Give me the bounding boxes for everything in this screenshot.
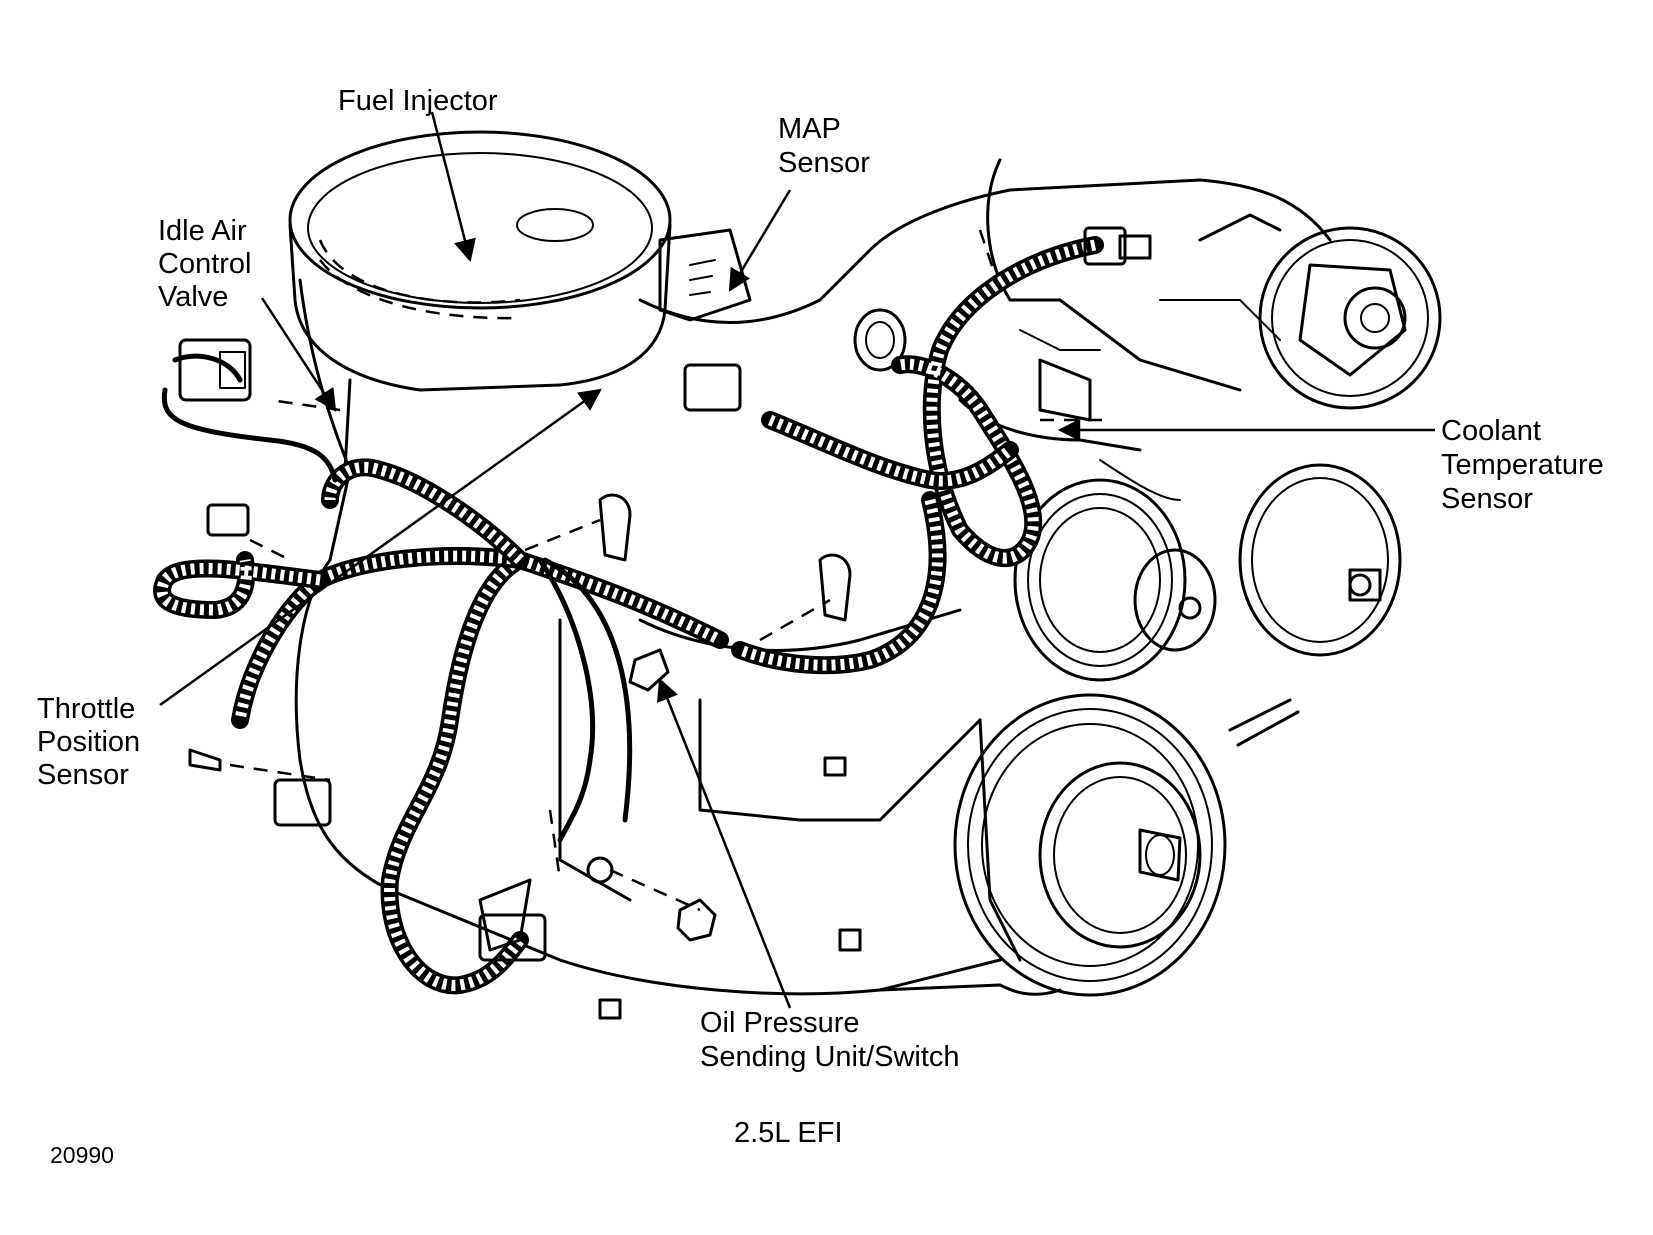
leader-lines [159, 111, 1435, 1009]
leader-fuel-injector [430, 111, 476, 263]
label-throttle-position-sensor: Throttle Position Sensor [37, 693, 148, 791]
label-oil-pressure-sending-unit: Oil Pressure Sending Unit/Switch [700, 1007, 960, 1073]
leader-throttle-position-sensor [159, 388, 602, 707]
pulley-illustrations [953, 213, 1442, 997]
hardware-illustrations [188, 229, 1110, 1020]
engine-block-illustration [294, 158, 1332, 996]
figure-number: 20990 [50, 1142, 114, 1168]
label-idle-air-control-valve: Idle Air Control Valve [158, 215, 260, 313]
leader-oil-pressure-sending-unit [657, 677, 792, 1009]
label-coolant-temperature-sensor: Coolant Temperature Sensor [1441, 415, 1612, 515]
label-fuel-injector: Fuel Injector [338, 85, 498, 117]
diagram-caption: 2.5L EFI [734, 1117, 843, 1149]
throttle-body-illustration [288, 130, 752, 472]
wiring-harness-illustration [153, 226, 1152, 995]
leader-idle-air-control-valve [260, 297, 337, 412]
label-map-sensor: MAP Sensor [778, 113, 870, 179]
leader-map-sensor [728, 189, 792, 292]
